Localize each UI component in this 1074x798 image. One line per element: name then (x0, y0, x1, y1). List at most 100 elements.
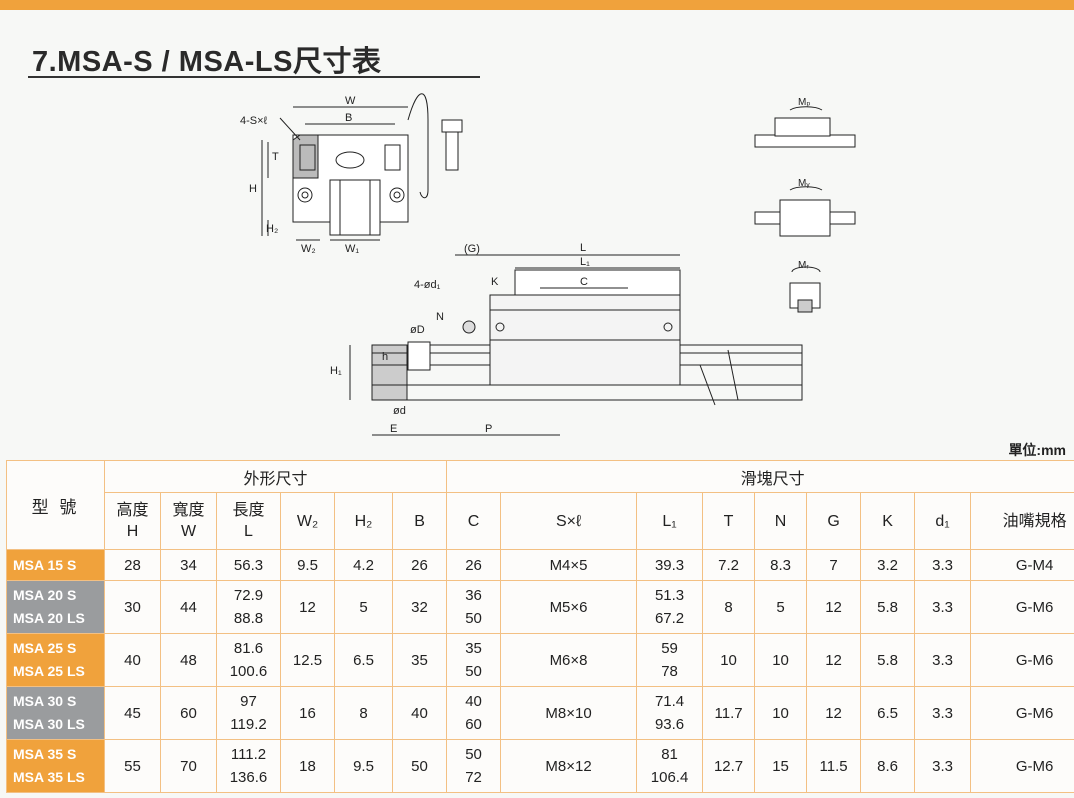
cell-k: 8.6 (860, 739, 916, 793)
group-block: 滑塊尺寸 (446, 460, 1074, 493)
cell-sxl: M8×12 (500, 739, 638, 793)
cell-value: 93.6 (654, 716, 685, 733)
column-header-top: W₂ (296, 512, 319, 530)
column-header-bottom: L (244, 523, 253, 540)
cell-l: 56.3 (216, 549, 281, 581)
cell-d1: 3.3 (914, 739, 972, 793)
cell-d1: 3.3 (914, 633, 972, 687)
cell-h2: 9.5 (334, 739, 393, 793)
cell-value: 39.3 (654, 556, 685, 574)
column-header: B (391, 492, 448, 550)
cell-l1: 39.3 (636, 549, 704, 581)
cell-value: 26 (465, 556, 482, 574)
group-outer: 外形尺寸 (103, 460, 448, 493)
cell-value: 119.2 (230, 716, 267, 733)
cell-value: 136.6 (229, 769, 268, 786)
column-header: S×ℓ (500, 492, 638, 550)
column-header-top: C (467, 512, 480, 530)
cell-nipple: G-M6 (970, 686, 1074, 740)
column-header-top: d₁ (935, 512, 950, 530)
cell-value: 51.3 (654, 587, 685, 604)
column-header: G (806, 492, 862, 550)
cell-n: 15 (754, 739, 808, 793)
cell-b: 50 (391, 739, 448, 793)
cell-n: 10 (754, 686, 808, 740)
column-header-top: L₁ (662, 512, 677, 530)
moment-icons (754, 106, 856, 313)
cell-b: 40 (391, 686, 448, 740)
cell-w2: 12.5 (280, 633, 335, 687)
cell-t: 10 (702, 633, 756, 687)
cell-value: 100.6 (229, 663, 268, 680)
label-d1: 4-ød₁ (414, 279, 441, 291)
label-B: B (345, 112, 352, 124)
model-header: 型 號 (6, 460, 105, 550)
cell-k: 6.5 (860, 686, 916, 740)
cell-g: 12 (806, 633, 862, 687)
model-name: MSA 25 LS (13, 663, 85, 679)
cell-w: 70 (160, 739, 217, 793)
cell-d1: 3.3 (914, 686, 972, 740)
column-header-top: 高度 (116, 502, 149, 519)
cell-w2: 16 (280, 686, 335, 740)
column-header-top: 長度 (232, 502, 265, 519)
cell-h: 45 (104, 686, 161, 740)
label-W1: W₁ (345, 243, 359, 255)
cell-sxl: M5×6 (500, 580, 638, 634)
cell-value: 50 (465, 746, 482, 763)
label-h: h (382, 351, 388, 363)
label-MY: Mᵧ (798, 178, 810, 189)
cell-value: 50 (465, 610, 482, 627)
cell-h2: 4.2 (334, 549, 393, 581)
cell-nipple: G-M4 (970, 549, 1074, 581)
column-header: 油嘴規格 (970, 492, 1074, 550)
cell-h: 30 (104, 580, 161, 634)
cell-g: 12 (806, 580, 862, 634)
label-W2: W₂ (301, 243, 316, 255)
label-C: C (580, 276, 588, 288)
label-sxl: 4-S×ℓ (240, 115, 268, 127)
label-K: K (491, 276, 499, 288)
label-W: W (345, 95, 356, 107)
model-name: MSA 15 S (13, 556, 77, 573)
label-D: øD (410, 324, 425, 336)
label-E: E (390, 423, 397, 435)
column-header-top: B (414, 512, 425, 530)
cell-b: 26 (391, 549, 448, 581)
cell-value: 60 (465, 716, 482, 733)
cell-n: 5 (754, 580, 808, 634)
cell-w2: 12 (280, 580, 335, 634)
column-header-top: S×ℓ (555, 512, 582, 530)
column-header-top: 油嘴規格 (1002, 512, 1067, 530)
column-header-top: K (882, 512, 893, 530)
cell-h: 28 (104, 549, 161, 581)
label-P: P (485, 423, 492, 435)
cell-value: 36 (465, 587, 482, 604)
column-header-bottom: H (126, 523, 139, 540)
label-H: H (249, 183, 257, 195)
cell-value: 97 (240, 693, 257, 710)
column-header: L₁ (636, 492, 704, 550)
cell-h2: 6.5 (334, 633, 393, 687)
title-underline (28, 76, 480, 78)
model-name: MSA 20 LS (13, 610, 85, 626)
cell-b: 35 (391, 633, 448, 687)
cell-k: 5.8 (860, 580, 916, 634)
column-header-top: 寬度 (172, 502, 205, 519)
cell-g: 11.5 (806, 739, 862, 793)
cell-sxl: M8×10 (500, 686, 638, 740)
label-N: N (436, 311, 444, 323)
cell-d1: 3.3 (914, 549, 972, 581)
technical-drawing: W B 4-S×ℓ T H H₂ W₂ W₁ (G) L (240, 93, 856, 436)
cell-value: 72.9 (233, 587, 264, 604)
cell-h: 40 (104, 633, 161, 687)
